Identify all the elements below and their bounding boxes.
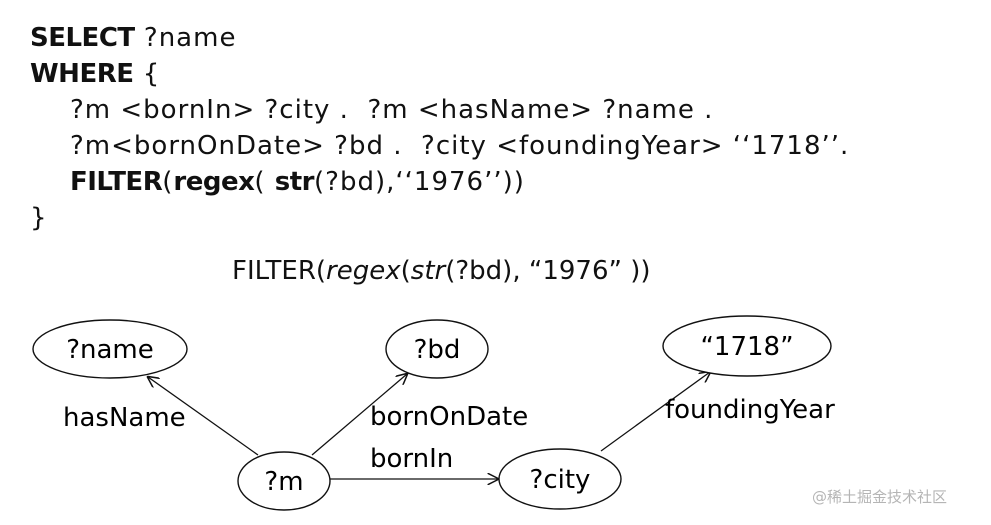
filter-open-paren: ( <box>162 167 174 197</box>
edge-hasName <box>148 377 259 456</box>
watermark-text: @稀土掘金技术社区 <box>812 488 948 506</box>
filter-caption: FILTER(regex(str(?bd), “1976” )) <box>232 256 651 286</box>
where-line: WHERE { <box>30 56 849 92</box>
filter-caption-regex: regex <box>326 256 401 286</box>
filter-caption-prefix: FILTER( <box>232 256 327 286</box>
filter-caption-rest: (?bd), “1976” )) <box>445 256 651 286</box>
close-brace-line: } <box>30 203 48 233</box>
str-keyword: str <box>274 167 315 197</box>
select-line: SELECT ?name <box>30 20 849 56</box>
filter-keyword: FILTER <box>70 167 163 197</box>
where-open-brace: { <box>133 59 161 89</box>
node-1718-label: “1718” <box>700 332 793 362</box>
node-name-label: ?name <box>66 335 154 365</box>
regex-keyword: regex <box>173 167 255 197</box>
edge-foundingYear <box>600 372 710 452</box>
filter-caption-mid: ( <box>400 256 411 286</box>
node-1718: “1718” <box>662 315 832 377</box>
filter-line: FILTER(regex( str(?bd),‘‘1976’’)) <box>30 164 849 200</box>
node-name: ?name <box>32 319 188 379</box>
node-city: ?city <box>498 448 622 510</box>
edge-bornOnDate <box>311 374 407 456</box>
select-variable: ?name <box>134 23 237 53</box>
where-keyword: WHERE <box>30 59 134 89</box>
edge-label-foundingYear: foundingYear <box>665 395 835 425</box>
triple-line-1: ?m <bornIn> ?city . ?m <hasName> ?name . <box>70 95 714 125</box>
node-city-label: ?city <box>530 465 591 495</box>
filter-arguments: (?bd),‘‘1976’’)) <box>314 167 525 197</box>
node-bd-label: ?bd <box>414 335 461 365</box>
regex-open-paren: ( <box>254 167 275 197</box>
triple-line-2: ?m<bornOnDate> ?bd . ?city <foundingYear… <box>70 131 850 161</box>
node-m: ?m <box>237 451 331 511</box>
sparql-query: SELECT ?name WHERE { ?m <bornIn> ?city .… <box>30 20 849 236</box>
select-keyword: SELECT <box>30 23 135 53</box>
edge-label-bornOnDate: bornOnDate <box>370 402 528 432</box>
node-bd: ?bd <box>385 319 489 379</box>
filter-caption-str: str <box>410 256 446 286</box>
edge-label-hasName: hasName <box>63 403 186 433</box>
edge-label-bornIn: bornIn <box>370 444 453 474</box>
node-m-label: ?m <box>264 467 303 497</box>
